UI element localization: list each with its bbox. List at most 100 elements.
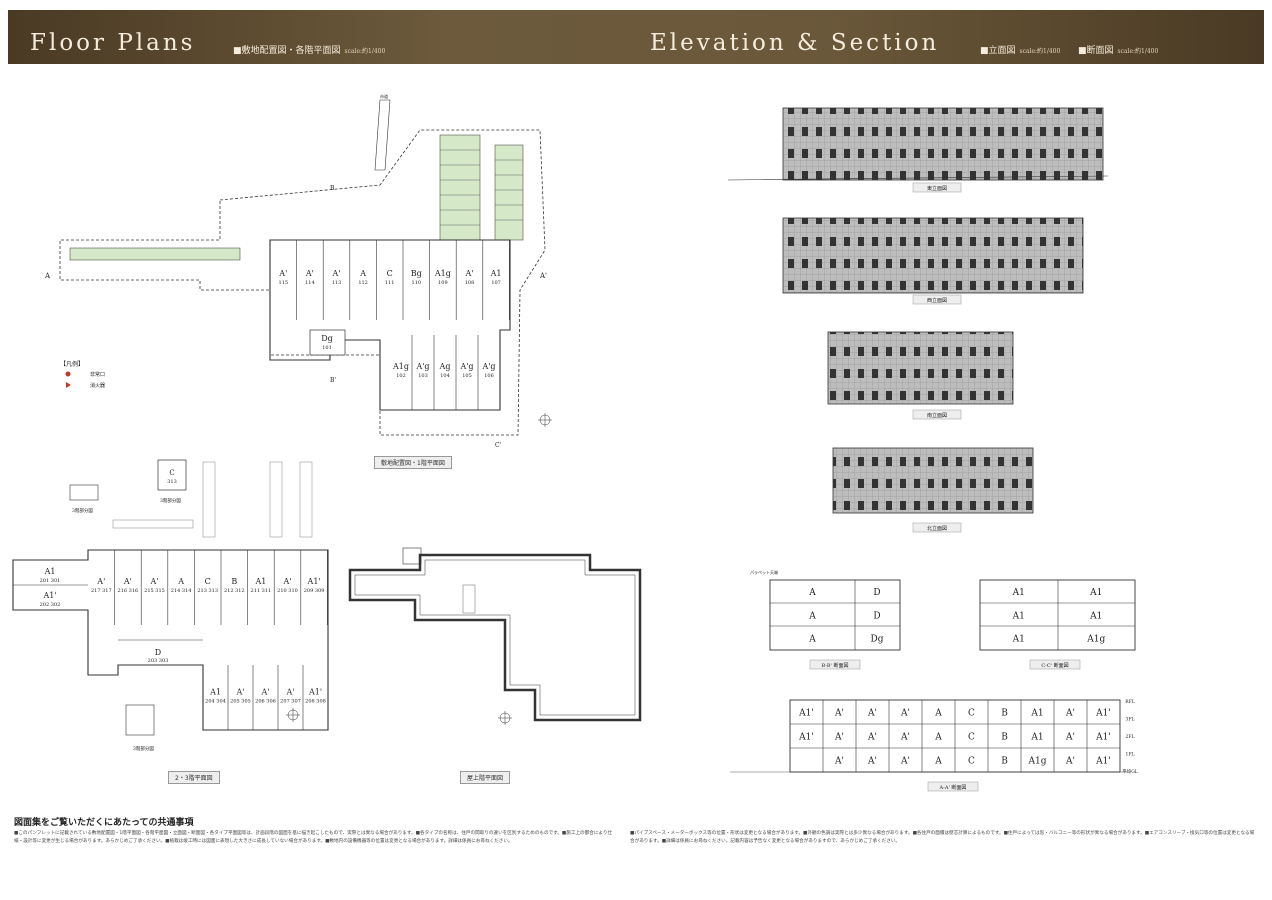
unit-type: A1' xyxy=(42,591,56,600)
unit-number: 206 306 xyxy=(255,698,276,704)
unit-number: 210 310 xyxy=(277,588,298,594)
section-unit-label: A1' xyxy=(1095,733,1111,743)
notes-column-1: ■このパンフレットに記載されている敷地配置図・1階平面図・各階平面図・立面図・断… xyxy=(14,831,613,844)
level-label: 3FL xyxy=(1126,717,1135,723)
unit-type: A' xyxy=(96,577,105,586)
section-unit-label: A xyxy=(808,635,816,645)
section-unit-label: A xyxy=(808,588,816,598)
unit-type: C xyxy=(387,269,393,278)
unit-number: 204 304 xyxy=(205,698,226,704)
unit-number: 214 314 xyxy=(171,588,192,594)
unit-type: A' xyxy=(283,577,292,586)
upper-plan-caption: 2・3階平面図 xyxy=(168,771,220,784)
unit-number: 114 xyxy=(305,280,315,286)
section-mark-b: B xyxy=(330,185,335,192)
unit-number: 109 xyxy=(438,280,448,286)
section-unit-label: A' xyxy=(867,709,877,719)
unit-type: A xyxy=(177,577,184,586)
roof-plan-drawing xyxy=(348,547,642,725)
unit-number: 103 xyxy=(418,373,428,379)
unit-type: C xyxy=(205,577,211,586)
section-mark-c2: C' xyxy=(495,442,502,449)
section-unit-label: C xyxy=(968,757,975,767)
level-label: RFL xyxy=(1125,699,1135,705)
unit-number: 217 317 xyxy=(91,588,112,594)
parapet-label: パラペット天端 xyxy=(750,569,778,575)
south-elevation-caption: 南立面図 xyxy=(927,412,947,419)
unit-type: A' xyxy=(332,269,341,278)
section-unit-label: A1 xyxy=(1030,733,1043,743)
section-unit-label: A1 xyxy=(1089,611,1102,621)
section-unit-label: A' xyxy=(867,757,877,767)
section-mark-a: A xyxy=(44,272,51,280)
unit-number: 212 312 xyxy=(224,588,245,594)
section-unit-label: A1' xyxy=(1095,709,1111,719)
unit-type: A' xyxy=(123,577,132,586)
elevation-section-title: Elevation & Section xyxy=(650,30,940,56)
north-elevation-caption: 北立面図 xyxy=(927,525,947,532)
unit-type: A' xyxy=(236,687,245,696)
unit-number: 213 313 xyxy=(197,588,218,594)
section-unit-label: Dg xyxy=(871,635,884,645)
bb-section-caption: B-B' 断面図 xyxy=(821,662,848,669)
unit-number: 104 xyxy=(440,373,450,379)
floor3-label: 3階部分図 xyxy=(160,497,181,504)
unit-number: 110 xyxy=(412,280,422,286)
section-unit-label: A' xyxy=(1065,709,1075,719)
north-arrow-icon xyxy=(498,711,512,725)
unit-number: 107 xyxy=(491,280,501,286)
unit-type: A1 xyxy=(209,687,221,696)
section-unit-label: D xyxy=(873,611,880,621)
unit-number: 105 xyxy=(462,373,472,379)
unit-type: A1g xyxy=(392,362,409,371)
floor-plans-title: Floor Plans xyxy=(30,30,196,56)
unit-number: 202 302 xyxy=(40,602,61,608)
unit-type: A1g xyxy=(434,269,451,278)
unit-number: 106 xyxy=(484,373,494,379)
section-unit-label: A1' xyxy=(798,709,814,719)
unit-type: A'g xyxy=(481,362,495,371)
unit-type: D xyxy=(155,648,161,657)
section-unit-label: A1 xyxy=(1012,635,1025,645)
section-unit-label: A' xyxy=(834,709,844,719)
section-mark-a2: A' xyxy=(539,272,547,280)
level-label: 1FL xyxy=(1126,752,1135,758)
unit-number: 101 xyxy=(322,345,332,351)
unit-number: 209 309 xyxy=(304,588,325,594)
section-unit-label: A1g xyxy=(1028,757,1047,767)
section-unit-label: A' xyxy=(900,733,910,743)
unit-type: A'g xyxy=(459,362,473,371)
unit-type: B xyxy=(231,577,237,586)
unit-type: A' xyxy=(150,577,159,586)
unit-number: 313 xyxy=(167,479,177,485)
level-label: 2FL xyxy=(1126,734,1135,740)
road-label: 市道 xyxy=(380,93,388,99)
elevation-drawings: 東立面図 西立面図 南立面図 北立面図 xyxy=(728,107,1109,533)
unit-number: 201 301 xyxy=(40,578,61,584)
extinguisher-marker-icon xyxy=(66,382,71,388)
legend-title: 【凡例】 xyxy=(60,360,84,368)
legend-extinguisher: 消火器 xyxy=(90,382,105,389)
section-unit-label: B xyxy=(1001,733,1008,743)
unit-number: 208 308 xyxy=(305,698,326,704)
notes-column-2: ■パイプスペース・メーターボックス等の位置・形状は変更となる場合があります。■外… xyxy=(630,831,1255,844)
unit-number: 216 316 xyxy=(118,588,139,594)
section-unit-label: D xyxy=(873,588,880,598)
floor3-label: 3階部分図 xyxy=(72,507,93,514)
aa-section-caption: A-A' 断面図 xyxy=(939,784,967,791)
unit-number: 115 xyxy=(279,280,289,286)
section-unit-label: A xyxy=(934,709,942,719)
unit-type: C xyxy=(169,469,174,477)
floor3-label: 3階部分図 xyxy=(133,745,154,752)
unit-number: 203 303 xyxy=(148,658,169,664)
unit-number: 102 xyxy=(396,373,406,379)
unit-type: Ag xyxy=(439,362,451,371)
unit-number: 112 xyxy=(358,280,368,286)
section-unit-label: A1g xyxy=(1086,635,1105,645)
unit-number: 108 xyxy=(465,280,475,286)
unit-type: A' xyxy=(286,687,295,696)
